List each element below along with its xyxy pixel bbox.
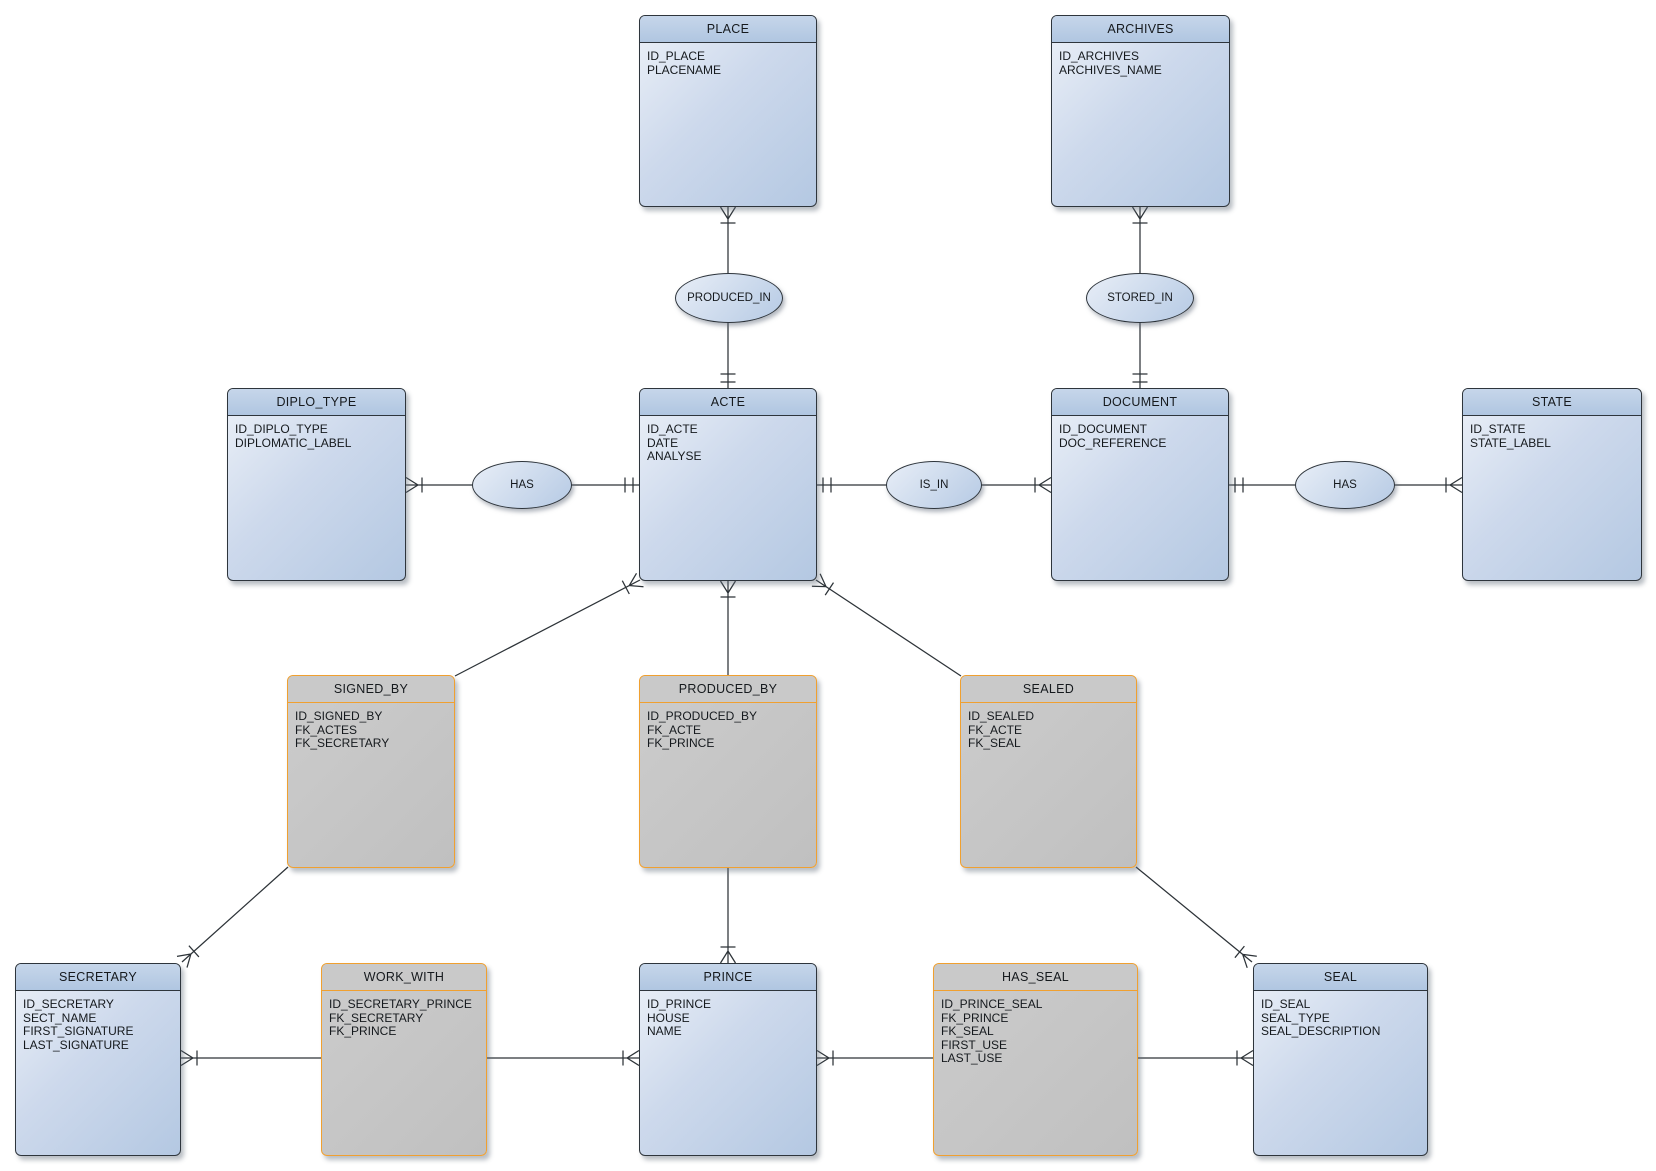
attribute-row: SECT_NAME: [23, 1010, 97, 1025]
association-sealed[interactable]: SEALED ID_SEALED FK_ACTE FK_SEAL: [960, 675, 1137, 868]
attribute-row: ARCHIVES_NAME: [1059, 62, 1162, 77]
relationship-label: HAS: [1333, 479, 1357, 491]
entity-acte[interactable]: ACTE ID_ACTE DATE ANALYSE: [639, 388, 817, 581]
attribute-row: ANALYSE: [647, 449, 702, 463]
relationship-stored-in[interactable]: STORED_IN: [1086, 273, 1194, 323]
relationship-label: STORED_IN: [1107, 292, 1173, 304]
attribute-row: ID_PRODUCED_BY: [647, 709, 758, 723]
attribute-row: FK_ACTES: [295, 722, 358, 737]
association-title: SIGNED_BY: [288, 676, 454, 703]
entity-title: PRINCE: [640, 964, 816, 991]
attribute-row: FK_PRINCE: [941, 1010, 1009, 1025]
relationship-has-2[interactable]: HAS: [1295, 461, 1395, 509]
entity-title: ARCHIVES: [1052, 16, 1229, 43]
attribute-row: ID_SEAL: [1261, 997, 1311, 1011]
attribute-row: FK_ACTE: [968, 722, 1023, 737]
entity-title: STATE: [1463, 389, 1641, 416]
attribute-row: ID_PRINCE: [647, 997, 712, 1011]
entity-document[interactable]: DOCUMENT ID_DOCUMENT DOC_REFERENCE: [1051, 388, 1229, 581]
association-has-seal[interactable]: HAS_SEAL ID_PRINCE_SEAL FK_PRINCE FK_SEA…: [933, 963, 1138, 1156]
entity-secretary[interactable]: SECRETARY ID_SECRETARY SECT_NAME FIRST_S…: [15, 963, 181, 1156]
attribute-row: ID_PLACE: [647, 49, 706, 63]
attribute-row: ID_DIPLO_TYPE: [235, 422, 328, 436]
attribute-row: STATE_LABEL: [1470, 435, 1551, 450]
attribute-row: ID_SIGNED_BY: [295, 709, 383, 723]
attribute-row: FK_PRINCE: [329, 1024, 397, 1038]
association-title: WORK_WITH: [322, 964, 486, 991]
attribute-row: ID_PRINCE_SEAL: [941, 997, 1043, 1011]
attribute-row: FK_PRINCE: [647, 736, 715, 750]
attribute-row: ID_ACTE: [647, 422, 698, 436]
entity-prince[interactable]: PRINCE ID_PRINCE HOUSE NAME: [639, 963, 817, 1156]
relationship-label: IS_IN: [919, 479, 949, 491]
association-title: SEALED: [961, 676, 1136, 703]
entity-title: DIPLO_TYPE: [228, 389, 405, 416]
attribute-row: FIRST_USE: [941, 1037, 1008, 1052]
attribute-row: DIPLOMATIC_LABEL: [235, 435, 352, 450]
attribute-row: FK_ACTE: [647, 722, 702, 737]
attribute-row: FK_SEAL: [941, 1024, 994, 1038]
entity-archives[interactable]: ARCHIVES ID_ARCHIVES ARCHIVES_NAME: [1051, 15, 1230, 207]
entity-state[interactable]: STATE ID_STATE STATE_LABEL: [1462, 388, 1642, 581]
entity-title: SEAL: [1254, 964, 1427, 991]
relationship-label: HAS: [510, 479, 534, 491]
attribute-row: DOC_REFERENCE: [1059, 435, 1167, 450]
entity-title: PLACE: [640, 16, 816, 43]
attribute-row: HOUSE: [647, 1010, 690, 1025]
attribute-row: ID_STATE: [1470, 422, 1526, 436]
relationship-has-1[interactable]: HAS: [472, 461, 572, 509]
entity-place[interactable]: PLACE ID_PLACE PLACENAME: [639, 15, 817, 207]
association-title: PRODUCED_BY: [640, 676, 816, 703]
attribute-row: ID_ARCHIVES: [1059, 49, 1140, 63]
attribute-row: LAST_SIGNATURE: [23, 1037, 129, 1052]
attribute-row: FK_SECRETARY: [295, 736, 390, 750]
entity-title: DOCUMENT: [1052, 389, 1228, 416]
entity-diplo-type[interactable]: DIPLO_TYPE ID_DIPLO_TYPE DIPLOMATIC_LABE…: [227, 388, 406, 581]
attribute-row: PLACENAME: [647, 62, 722, 77]
attribute-row: SEAL_DESCRIPTION: [1261, 1024, 1381, 1038]
attribute-row: FK_SECRETARY: [329, 1010, 424, 1025]
attribute-row: FIRST_SIGNATURE: [23, 1024, 134, 1038]
association-title: HAS_SEAL: [934, 964, 1137, 991]
attribute-row: DATE: [647, 435, 679, 450]
relationship-label: PRODUCED_IN: [687, 292, 771, 304]
attribute-row: SEAL_TYPE: [1261, 1010, 1330, 1025]
attribute-row: FK_SEAL: [968, 736, 1021, 750]
attribute-row: ID_SECRETARY: [23, 997, 114, 1011]
entity-seal[interactable]: SEAL ID_SEAL SEAL_TYPE SEAL_DESCRIPTION: [1253, 963, 1428, 1156]
association-work-with[interactable]: WORK_WITH ID_SECRETARY_PRINCE FK_SECRETA…: [321, 963, 487, 1156]
entity-title: SECRETARY: [16, 964, 180, 991]
relationship-produced-in[interactable]: PRODUCED_IN: [675, 273, 783, 323]
association-signed-by[interactable]: SIGNED_BY ID_SIGNED_BY FK_ACTES FK_SECRE…: [287, 675, 455, 868]
attribute-row: ID_SECRETARY_PRINCE: [329, 997, 472, 1011]
attribute-row: ID_DOCUMENT: [1059, 422, 1148, 436]
attribute-row: NAME: [647, 1024, 682, 1038]
relationship-is-in[interactable]: IS_IN: [886, 461, 982, 509]
entity-title: ACTE: [640, 389, 816, 416]
attribute-row: ID_SEALED: [968, 709, 1035, 723]
attribute-row: LAST_USE: [941, 1051, 1003, 1065]
association-produced-by[interactable]: PRODUCED_BY ID_PRODUCED_BY FK_ACTE FK_PR…: [639, 675, 817, 868]
